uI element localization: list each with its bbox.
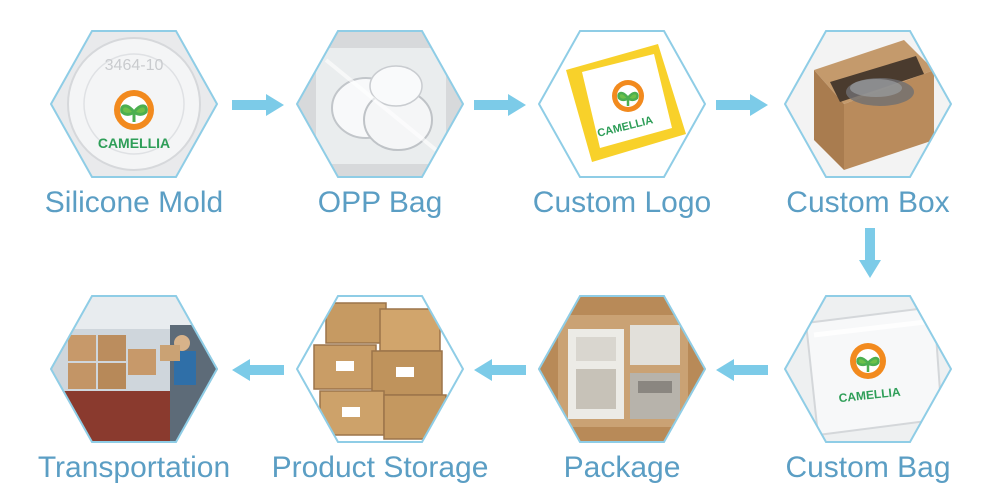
step-label: Product Storage: [271, 451, 489, 484]
arrow-left-icon: [232, 359, 284, 381]
custom-logo-photo: CAMELLIA: [538, 30, 706, 178]
step-label: Silicone Mold: [44, 186, 224, 219]
custom-box-photo: [784, 30, 952, 178]
arrow-right-icon: [474, 94, 526, 116]
step-label: Custom Bag: [785, 451, 951, 484]
step-label: Custom Logo: [532, 186, 712, 219]
transportation-photo: [50, 295, 218, 443]
step-label: Package: [563, 451, 681, 484]
step-label: OPP Bag: [317, 186, 443, 219]
svg-text:CAMELLIA: CAMELLIA: [98, 135, 170, 151]
opp-bag-photo: [296, 30, 464, 178]
step-label: Custom Box: [786, 186, 950, 219]
silicone-mold-photo: 3464-10 CAMELLIA: [50, 30, 218, 178]
arrow-right-icon: [232, 94, 284, 116]
arrow-down-icon: [859, 228, 881, 278]
svg-text:3464-10: 3464-10: [105, 57, 164, 74]
custom-bag-photo: CAMELLIA: [784, 295, 952, 443]
step-label: Transportation: [37, 451, 231, 484]
arrow-left-icon: [716, 359, 768, 381]
svg-text:CAMELLIA: CAMELLIA: [838, 385, 901, 405]
arrow-left-icon: [474, 359, 526, 381]
package-photo: [538, 295, 706, 443]
arrow-right-icon: [716, 94, 768, 116]
product-storage-photo: [296, 295, 464, 443]
